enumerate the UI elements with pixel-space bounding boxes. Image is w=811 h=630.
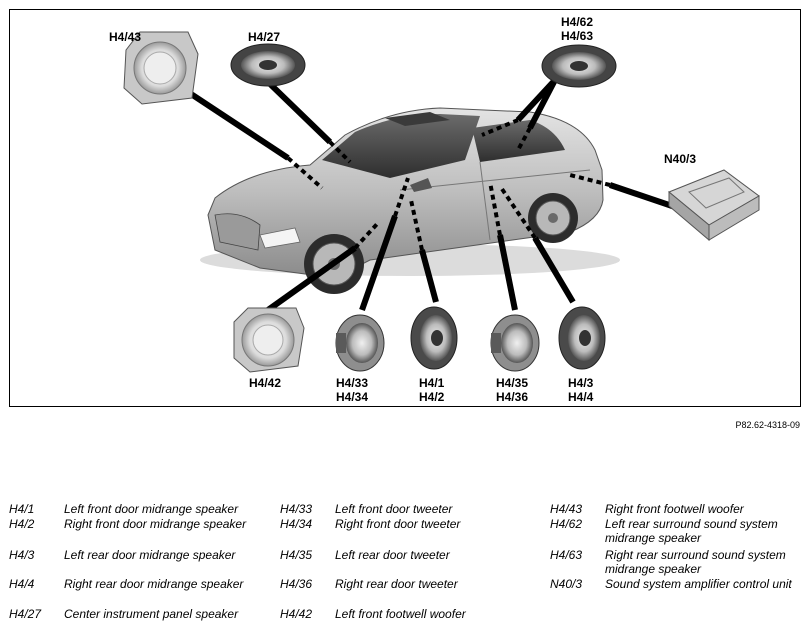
legend-code: H4/43 xyxy=(550,502,583,516)
legend-code: H4/2 xyxy=(9,517,35,531)
legend-text: Right rear door midrange speaker xyxy=(64,577,244,591)
legend-code: H4/34 xyxy=(280,517,313,531)
label-h4-62: H4/62 xyxy=(561,15,594,29)
legend-text: Right front door midrange speaker xyxy=(64,517,247,531)
label-h4-3-4: H4/3 H4/4 xyxy=(568,376,593,404)
speaker-h4-62-63-image xyxy=(541,44,617,88)
label-h4-35: H4/35 xyxy=(496,376,529,390)
legend-code: H4/42 xyxy=(280,607,313,621)
label-h4-63: H4/63 xyxy=(561,29,594,43)
label-h4-3: H4/3 xyxy=(568,376,594,390)
legend-column-3: H4/43 Right front footwell woofer H4/62 … xyxy=(550,502,805,622)
legend-text: Sound system amplifier control unit xyxy=(605,577,792,591)
label-h4-33-34: H4/33 H4/34 xyxy=(336,376,368,404)
legend-code: H4/33 xyxy=(280,502,313,516)
label-n40-3: N40/3 xyxy=(664,152,697,166)
label-h4-62-63: H4/62 H4/63 xyxy=(561,15,593,43)
car-illustration xyxy=(200,107,620,294)
legend-text: Left front door midrange speaker xyxy=(64,502,239,516)
legend-text: Center instrument panel speaker xyxy=(64,607,239,621)
legend-column-2: H4/33 Left front door tweeter H4/34 Righ… xyxy=(280,502,545,622)
legend-text: Right rear door tweeter xyxy=(335,577,458,591)
label-h4-43: H4/43 xyxy=(109,30,142,44)
leader-lines xyxy=(183,77,676,313)
legend-text: Left front footwell woofer xyxy=(335,607,466,621)
legend-code: H4/63 xyxy=(550,548,583,562)
legend-code: H4/1 xyxy=(9,502,35,516)
woofer-h4-43-image xyxy=(123,31,199,105)
legend-text: Left rear door midrange speaker xyxy=(64,548,236,562)
legend-text: Left rear surround sound system midrange… xyxy=(605,517,778,545)
legend-column-1: H4/1 Left front door midrange speaker H4… xyxy=(9,502,274,622)
legend-code: H4/3 xyxy=(9,548,35,562)
speaker-h4-27-image xyxy=(230,43,306,87)
figure-illustration xyxy=(123,31,760,373)
legend-text: Right front door tweeter xyxy=(335,517,461,531)
label-h4-27: H4/27 xyxy=(248,30,281,44)
legend-code: H4/35 xyxy=(280,548,313,562)
label-h4-34: H4/34 xyxy=(336,390,369,404)
legend-text: Right rear surround sound system midrang… xyxy=(605,548,786,576)
label-h4-35-36: H4/35 H4/36 xyxy=(496,376,528,404)
label-h4-1: H4/1 xyxy=(419,376,445,390)
legend-code: H4/27 xyxy=(9,607,42,621)
figure-frame: H4/43 H4/27 H4/62 H4/63 N40/3 H4/42 H4/3… xyxy=(9,9,801,407)
label-h4-42: H4/42 xyxy=(249,376,282,390)
legend-code: H4/4 xyxy=(9,577,35,591)
woofer-h4-42-image xyxy=(233,307,305,373)
label-h4-33: H4/33 xyxy=(336,376,369,390)
legend-text: Left front door tweeter xyxy=(335,502,453,516)
legend-code: H4/36 xyxy=(280,577,313,591)
label-h4-36: H4/36 xyxy=(496,390,529,404)
tweeter-h4-33-34-image xyxy=(335,314,385,372)
label-h4-1-2: H4/1 H4/2 xyxy=(419,376,444,404)
legend-text: Left rear door tweeter xyxy=(335,548,450,562)
legend-code: N40/3 xyxy=(550,577,583,591)
amplifier-n40-3-image xyxy=(668,169,760,242)
figure-id: P82.62-4318-09 xyxy=(735,420,800,430)
label-h4-2: H4/2 xyxy=(419,390,445,404)
speaker-h4-1-2-image xyxy=(410,306,458,370)
legend-text: Right front footwell woofer xyxy=(605,502,744,516)
tweeter-h4-35-36-image xyxy=(490,314,540,372)
label-h4-4: H4/4 xyxy=(568,390,594,404)
speaker-h4-3-4-image xyxy=(558,306,606,370)
legend-code: H4/62 xyxy=(550,517,583,531)
